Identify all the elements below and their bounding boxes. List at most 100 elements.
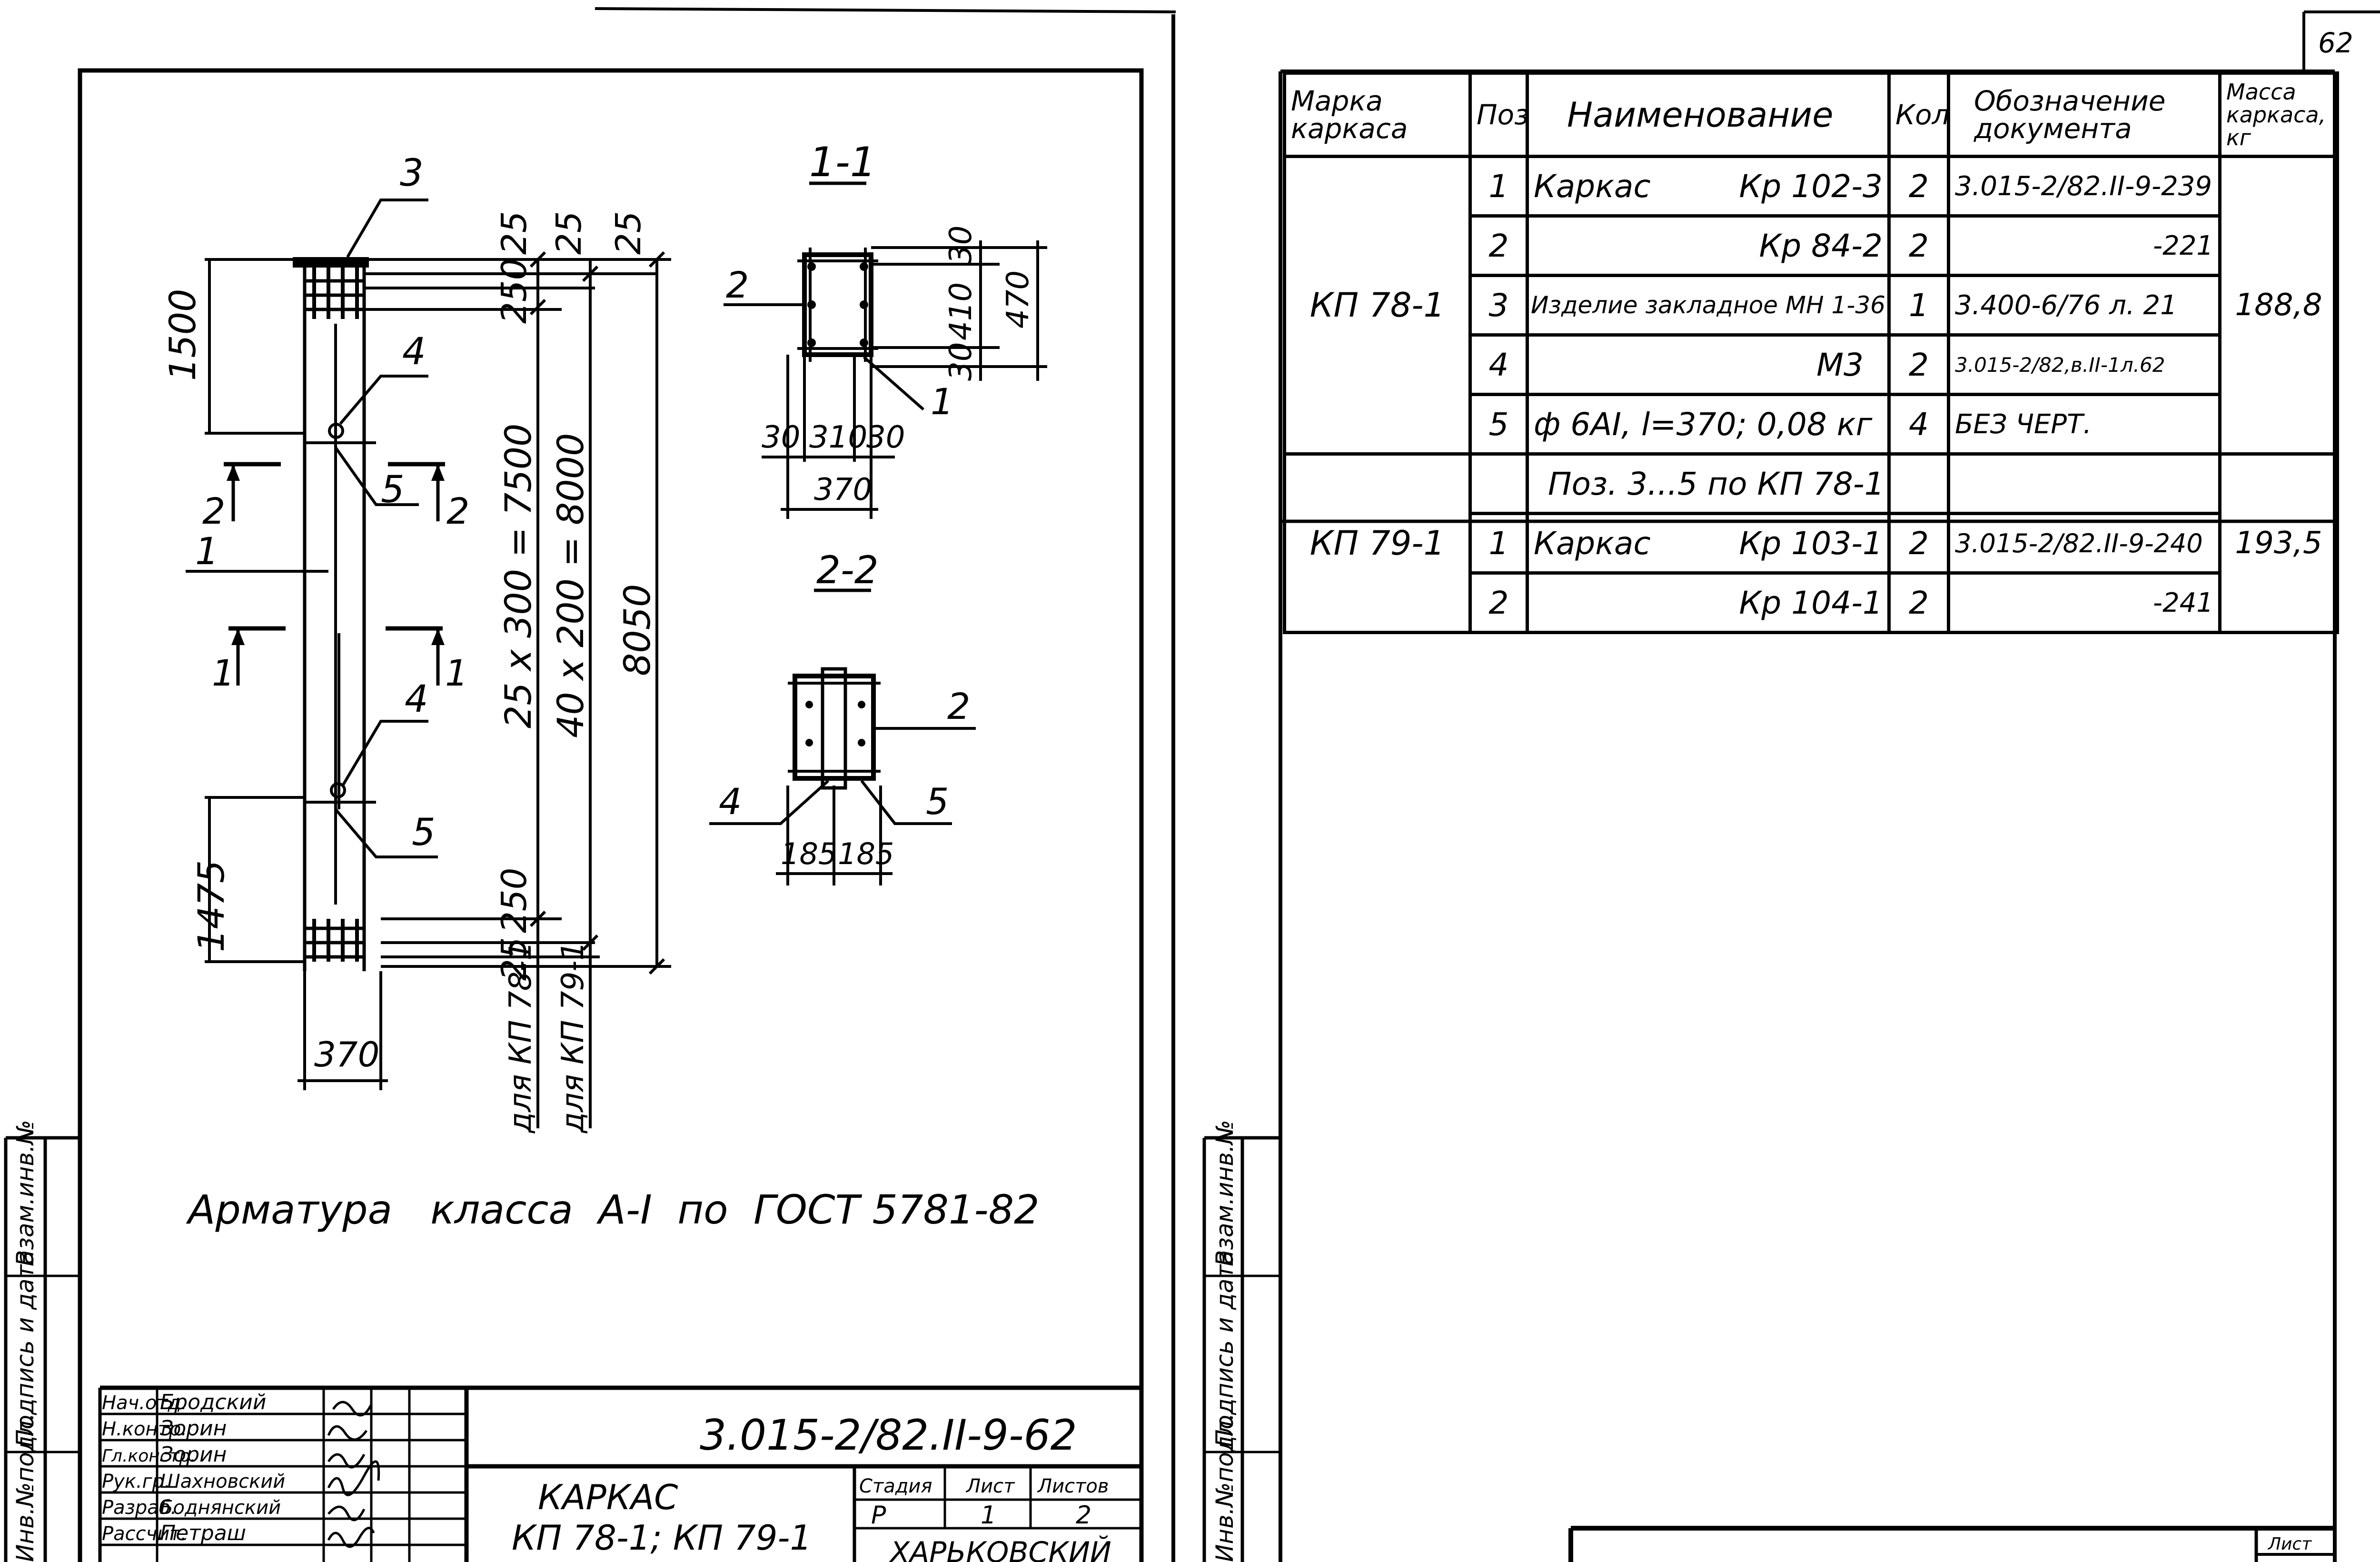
row-note: Поз. 3...5 по КП 78-1 — [1526, 452, 1891, 515]
row-pos: 5 — [1468, 393, 1529, 456]
row-qty: 2 — [1887, 214, 1950, 277]
sig-role-3: Гл.констр. — [102, 1446, 196, 1466]
left-sheet-frame — [78, 68, 1144, 1562]
row-doc: -241 — [1947, 571, 2221, 634]
signature-scribbles — [327, 1401, 380, 1548]
row-code: Кр 103-1 — [1739, 525, 1883, 562]
rebar-class-note: Арматура класса А-I по ГОСТ 5781-82 — [186, 1186, 1040, 1233]
cut-mark-2: 2 2 — [202, 462, 469, 532]
right-stamp-text-3: Инв.№подл. — [1211, 1413, 1239, 1562]
row-doc: 3.015-2/82,в.II-1л.62 — [1947, 333, 2221, 396]
dim-30-top: 30 — [943, 226, 979, 264]
section-1-1-pos-1: 1 — [931, 380, 953, 423]
table-row: 3 Изделие закладное МН 1-36 1 3.400-6/76… — [1285, 274, 2338, 337]
label-kp79: для КП 79-1 — [555, 941, 591, 1134]
dim-250-bottom: 250 — [494, 868, 534, 933]
stamp-text-1: Взам.инв.№ — [11, 1120, 39, 1266]
row-doc: 3.400-6/76 л. 21 — [1947, 274, 2221, 337]
table-row: 2 Кр 84-2 2 -221 — [1285, 214, 2338, 277]
row-qty: 2 — [1887, 155, 1950, 218]
right-side-stamp: Взам.инв.№ Подпись и дата Инв.№подл. — [1202, 1120, 1280, 1562]
stamp-text-2: Подпись и дата — [11, 1250, 39, 1447]
title-line-1: КАРКАС — [538, 1477, 678, 1517]
sig-role-2: Н.контр. — [102, 1418, 187, 1440]
dim-30-bottom: 30 — [943, 342, 979, 381]
row-qty: 1 — [1887, 274, 1950, 337]
row-pos: 4 — [1468, 333, 1529, 396]
sig-name-1: Бродский — [160, 1390, 266, 1414]
dim-25-d: 25 — [494, 937, 534, 981]
dim-30-left: 30 — [762, 420, 800, 455]
row-doc: -221 — [1947, 214, 2221, 277]
table-row: 2 Кр 104-1 2 -241 — [1285, 571, 2338, 634]
dim-1475: 1475 — [190, 860, 232, 952]
section-1-1-pos-2: 2 — [726, 264, 749, 306]
sig-role-6: Рассчит. — [102, 1523, 187, 1545]
row-code: Кр 84-2 — [1759, 227, 1883, 264]
sig-name-6: Петраш — [160, 1521, 246, 1545]
row-qty: 4 — [1887, 393, 1950, 456]
row-pos: 1 — [1468, 512, 1529, 575]
dim-310: 310 — [809, 420, 867, 455]
row-doc: 3.015-2/82.II-9-239 — [1947, 155, 2221, 218]
sig-name-3: Зорин — [160, 1443, 227, 1467]
row-name: Кр 84-2 — [1526, 214, 1891, 277]
dim-main-1: 25 x 300 = 7500 — [497, 424, 539, 728]
pos-4-upper: 4 — [402, 330, 426, 373]
dim-185-left: 185 — [781, 836, 837, 871]
row-pos: 1 — [1468, 155, 1529, 218]
row-code: Кр 104-1 — [1739, 584, 1883, 621]
dim-25-a: 25 — [494, 211, 534, 255]
header-mark: Марка каркаса — [1283, 71, 1472, 158]
elevation-drawing: 3 4 5 4 5 1 2 2 — [161, 152, 671, 1134]
title-line-2: КП 78-1; КП 79-1 — [512, 1518, 812, 1558]
header-pos: Поз. — [1468, 71, 1529, 158]
row-name: Изделие закладное МН 1-36 — [1526, 274, 1891, 337]
sig-role-1: Нач.отд. — [102, 1392, 187, 1414]
row-name-text: Каркас — [1534, 525, 1651, 562]
cut-2-left-label: 2 — [202, 490, 225, 532]
table-header-row: Марка каркаса Поз. Наименование Кол. Обо… — [1283, 71, 2339, 158]
row-name: Кр 104-1 — [1526, 571, 1891, 634]
sig-name-4: Шахновский — [160, 1471, 285, 1492]
sig-name-2: Зорин — [160, 1416, 227, 1441]
row-code: Кр 102-3 — [1739, 168, 1883, 205]
section-2-2-pos-2: 2 — [947, 685, 970, 727]
row-name: М3 — [1526, 333, 1891, 396]
mass-kp79: 193,5 — [2218, 452, 2339, 634]
mark-kp79: КП 79-1 — [1283, 452, 1472, 634]
doc-code: 3.015-2/82.II-9-62 — [700, 1411, 1077, 1460]
dim-185-right: 185 — [838, 836, 894, 871]
row-pos: 2 — [1468, 214, 1529, 277]
cut-1-right-label: 1 — [445, 652, 468, 694]
bottom-stirrups — [305, 919, 364, 962]
cut-mark-1: 1 1 — [212, 626, 468, 694]
table-row: КП 79-1 Поз. 3...5 по КП 78-1 193,5 — [1283, 452, 2339, 634]
page-number: 62 — [2318, 27, 2353, 59]
header-qty: Кол. — [1887, 71, 1950, 158]
dim-25-b: 25 — [549, 211, 589, 255]
row-code: М3 — [1816, 346, 1864, 383]
lifting-loop-lower — [330, 782, 346, 798]
dim-30-right: 30 — [866, 420, 905, 455]
row-pos-empty — [1468, 452, 1529, 515]
stage-value: Р — [871, 1501, 886, 1530]
dim-370-section: 370 — [814, 472, 872, 507]
right-stamp-text-2: Подпись и дата — [1211, 1250, 1239, 1447]
dim-8050: 8050 — [616, 584, 658, 676]
table-row: 5 ф 6АI, l=370; 0,08 кг 4 БЕЗ ЧЕРТ. — [1285, 393, 2338, 456]
pos-5-upper: 5 — [381, 468, 405, 511]
sheets-value: 2 — [1076, 1501, 1091, 1530]
mark-kp78: КП 78-1 — [1283, 155, 1472, 456]
right-stamp-text-1: Взам.инв.№ — [1211, 1120, 1239, 1266]
embedded-plate — [293, 257, 369, 268]
sheet-value: 1 — [981, 1501, 996, 1530]
dim-1500: 1500 — [161, 289, 204, 381]
row-pos: 3 — [1468, 274, 1529, 337]
top-stirrups — [305, 267, 364, 319]
pos-5-lower: 5 — [412, 811, 436, 854]
mass-kp78: 188,8 — [2218, 155, 2339, 456]
pos-3: 3 — [400, 152, 424, 195]
specification-table: Марка каркаса Поз. Наименование Кол. Обо… — [1283, 71, 2340, 634]
